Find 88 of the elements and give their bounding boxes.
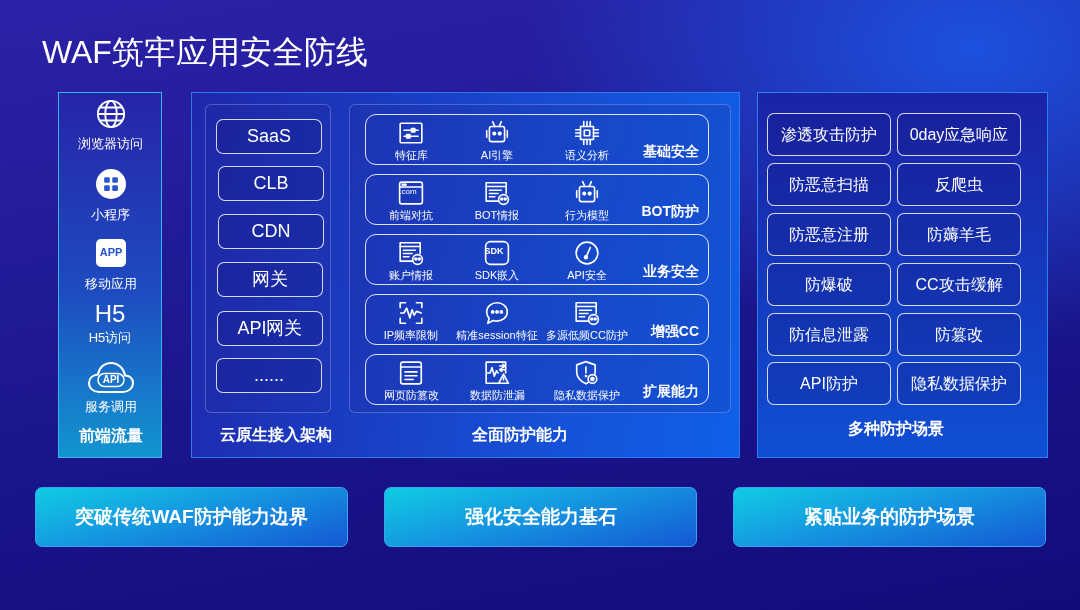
scenario-label: 防恶意注册 [789,224,869,245]
icon-caption: 服务调用 [85,399,137,415]
icon-text: .com [399,187,417,197]
scenario-label: API防护 [800,373,858,394]
row-heading: 扩展能力 [643,382,699,400]
feature-caption: BOT情报 [474,208,520,222]
scenario-card [767,113,891,156]
cloud-shape [87,361,135,395]
scenario-panel [757,92,1048,458]
feature-caption: API安全 [567,268,607,282]
row-heading: 基础安全 [643,142,699,160]
scenario-label: 隐私数据保护 [911,373,1007,394]
scenario-label: 防恶意扫描 [789,174,869,195]
access-card [218,214,324,249]
scenario-label: 防薅羊毛 [927,224,991,245]
traffic-panel [58,92,162,458]
feature-caption: 数据防泄漏 [469,388,525,402]
scenario-card [897,113,1021,156]
feature-caption: 前端对抗 [389,208,433,222]
feature-row [365,234,709,285]
panel-heading: 多种防护场景 [848,419,944,439]
feature-caption: 行为模型 [565,208,609,222]
scenario-card [767,263,891,306]
scenario-label: 反爬虫 [935,174,983,195]
option-label: CDN [251,220,291,243]
section-heading: 云原生接入架构 [220,425,332,445]
panel-heading: 前端流量 [79,426,143,446]
scenario-card [767,362,891,405]
section-heading: 全面防护能力 [472,425,568,445]
feature-row [365,354,709,405]
option-label: 网关 [252,268,288,291]
section-frame [205,104,331,413]
icon-caption: 移动应用 [85,276,137,292]
feature-caption: 精准session特征 [456,328,538,342]
scenario-card [897,362,1021,405]
feature-caption: IP频率限制 [383,328,439,342]
banner-text: 强化安全能力基石 [464,505,617,529]
title: WAF筑牢应用安全防线 [42,33,368,71]
scenario-card [897,213,1021,256]
app-tile [96,239,126,267]
row-heading: BOT防护 [641,202,699,220]
access-card [216,358,322,393]
scenario-label: CC攻击缓解 [915,274,1003,295]
row-heading: 业务安全 [643,262,699,280]
scenario-card [897,263,1021,306]
scenario-card [897,163,1021,206]
highlight-banner [384,487,697,547]
option-label: CLB [253,172,289,195]
highlight-banner [35,487,348,547]
option-label: API网关 [237,317,303,340]
scenario-label: 渗透攻击防护 [781,124,877,145]
cloud-label: API [102,374,120,386]
scenario-label: 防信息泄露 [789,324,869,345]
banner-text: 突破传统WAF防护能力边界 [75,505,308,529]
scenario-label: 0day应急响应 [909,124,1009,145]
feature-caption: 账户情报 [389,268,433,282]
highlight-banner [733,487,1046,547]
access-card [217,262,323,297]
scenario-card [897,313,1021,356]
feature-row [365,174,709,225]
feature-caption: 网页防篡改 [383,388,439,402]
h5-text: H5 [94,300,126,328]
scenario-label: 防篡改 [935,324,983,345]
icon-caption: H5访问 [88,330,132,346]
access-card [217,311,323,346]
feature-caption: 特征库 [394,148,428,162]
icon-caption: 浏览器访问 [77,136,143,152]
feature-caption: 多源低频CC防护 [546,328,628,342]
access-card [218,166,324,201]
feature-caption: 隐私数据保护 [554,388,620,402]
scenario-card [767,213,891,256]
scenario-card [767,163,891,206]
feature-caption: SDK嵌入 [474,268,520,282]
tile-label: APP [99,246,123,260]
large-panel [191,92,740,458]
feature-caption: 语义分析 [565,148,609,162]
section-frame [349,104,731,413]
scenario-label: 防爆破 [805,274,853,295]
row-heading: 增强CC [650,322,699,340]
feature-row [365,294,709,345]
feature-caption: AI引擎 [480,148,514,162]
option-label: SaaS [246,125,291,148]
banner-text: 紧贴业务的防护场景 [804,505,975,529]
option-label: ...... [254,364,284,387]
access-card [216,119,322,154]
scenario-card [767,313,891,356]
feature-row [365,114,709,165]
icon-caption: 小程序 [90,207,130,223]
